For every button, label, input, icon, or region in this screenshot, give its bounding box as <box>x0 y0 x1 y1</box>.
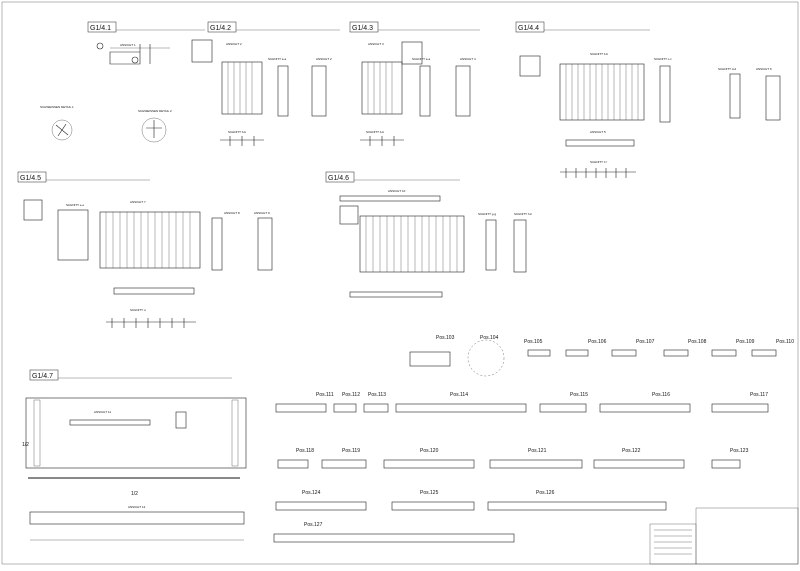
group-g1-4-1: G1/4.1 ANSICHT 1 SCHWEISSEN DETAIL 1 SCH… <box>40 21 205 143</box>
view-title: ANSICHT 8 <box>224 211 240 215</box>
view-title: ANSICHT 5 <box>590 130 606 134</box>
group-g1-4-7: G1/4.7 ANSICHT 11 1/2 1/2 ANSICHT 12 <box>22 369 247 541</box>
position-label: Pos.112 <box>342 392 360 398</box>
positions-rows: Pos.111 Pos.112 Pos.113 Pos.114 Pos.115 … <box>273 392 769 543</box>
position-label: Pos.113 <box>368 392 386 398</box>
position-label: Pos.104 <box>480 335 499 341</box>
group-g1-4-4: G1/4.4 SCHNITT b-b SCHNITT c-c SCHNITT d… <box>515 21 781 178</box>
dimension-label: 1/2 <box>22 442 29 448</box>
view-title: SCHNITT i-i <box>130 308 146 312</box>
position-label: Pos.127 <box>304 522 323 528</box>
view-title: SCHNITT e-e <box>66 203 84 207</box>
group-g1-4-5: G1/4.5 SCHNITT e-e ANSICHT 7 ANSICHT 8 A… <box>17 171 273 328</box>
position-label: Pos.119 <box>342 448 360 454</box>
group-g1-4-3: G1/4.3 ANSICHT 3 SCHNITT a-a ANSICHT 4 S… <box>349 21 480 146</box>
position-label: Pos.124 <box>302 490 321 496</box>
title-block <box>649 507 799 565</box>
position-label: Pos.107 <box>636 339 655 345</box>
view-title: ANSICHT 3 <box>368 42 384 46</box>
position-label: Pos.105 <box>524 339 543 345</box>
position-label: Pos.114 <box>450 392 468 398</box>
view-title: ANSICHT 10 <box>388 189 406 193</box>
positions-row-1: Pos.103 Pos.104 Pos.105 Pos.106 Pos.107 … <box>409 335 794 377</box>
view-title: SCHNITT a-a <box>412 57 430 61</box>
view-title: ANSICHT 2 <box>316 57 332 61</box>
position-label: Pos.125 <box>420 490 439 496</box>
position-label: Pos.123 <box>730 448 749 454</box>
position-label: Pos.115 <box>570 392 588 398</box>
view-title: ANSICHT 2 <box>226 42 242 46</box>
position-label: Pos.122 <box>622 448 641 454</box>
position-label: Pos.108 <box>688 339 707 345</box>
view-title: SCHNITT g-g <box>478 212 496 216</box>
group-g1-4-6: G1/4.6 ANSICHT 10 SCHNITT g-g SCHNITT h-… <box>325 171 532 298</box>
group-label: G1/4.6 <box>328 175 349 182</box>
group-label: G1/4.3 <box>352 25 373 32</box>
view-title: SCHNITT h-h <box>514 212 532 216</box>
group-label: G1/4.5 <box>20 175 41 182</box>
view-title: SCHNITT b-b <box>366 130 384 134</box>
position-label: Pos.126 <box>536 490 555 496</box>
group-label: G1/4.7 <box>32 373 53 380</box>
view-title: ANSICHT 4 <box>460 57 476 61</box>
view-title: ANSICHT 6 <box>756 67 772 71</box>
view-title: ANSICHT 12 <box>128 505 146 509</box>
dimension-label: 1/2 <box>131 491 138 497</box>
position-label: Pos.111 <box>316 392 334 398</box>
position-label: Pos.110 <box>776 339 794 345</box>
detail-title: SCHWEISSEN DETAIL 1 <box>40 105 74 109</box>
position-label: Pos.121 <box>528 448 547 454</box>
view-title: SCHNITT b-b <box>590 52 608 56</box>
group-label: G1/4.2 <box>210 25 231 32</box>
view-title: SCHNITT d-d <box>718 67 736 71</box>
view-title: ANSICHT 1 <box>120 43 136 47</box>
group-label-box <box>87 21 117 33</box>
position-label: Pos.116 <box>652 392 670 398</box>
view-title: ANSICHT 9 <box>254 211 270 215</box>
position-label: Pos.103 <box>436 335 455 341</box>
position-label: Pos.109 <box>736 339 755 345</box>
position-label: Pos.118 <box>296 448 314 454</box>
position-label: Pos.117 <box>750 392 768 398</box>
group-label: G1/4.1 <box>90 25 111 32</box>
detail-title: SCHWEISSEN DETAIL 2 <box>138 109 172 113</box>
group-label: G1/4.4 <box>518 25 539 32</box>
view-title: SCHNITT c-c <box>654 57 672 61</box>
view-title: ANSICHT 11 <box>94 410 111 414</box>
position-label: Pos.120 <box>420 448 439 454</box>
view-title: ANSICHT 7 <box>130 200 146 204</box>
view-title: SCHNITT b-b <box>228 130 246 134</box>
view-title: SCHNITT a-a <box>268 57 286 61</box>
position-label: Pos.106 <box>588 339 607 345</box>
view-title: SCHNITT f-f <box>590 160 607 164</box>
group-g1-4-2: G1/4.2 ANSICHT 2 SCHNITT a-a ANSICHT 2 S… <box>191 21 340 146</box>
